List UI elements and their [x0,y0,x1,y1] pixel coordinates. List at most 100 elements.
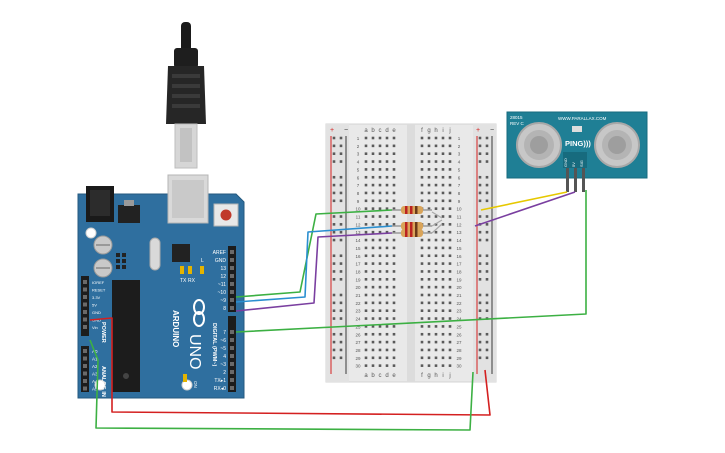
sensor-rev: REV C [510,121,525,126]
wire-sensor-5v-purple [474,191,576,227]
digital-pin-label: RX◂0 [214,386,226,392]
row-number: 5 [357,167,360,172]
arduino-logo-icon [193,299,205,327]
row-number: 5 [458,167,461,172]
row-number: 10 [355,207,361,212]
column-label: e [392,373,396,379]
sensor-url: WWW.PARALLAX.COM [558,116,607,121]
led-group [431,211,443,234]
row-number: 20 [355,285,361,290]
column-label: i [442,373,443,379]
row-number: 22 [456,301,462,306]
resistor-2 [392,222,432,230]
digital-pin-label: 8 [223,306,226,312]
row-number: 9 [458,199,461,204]
digital-pin-label: ~9 [220,298,226,304]
sensor-pin-5v-label: 5V [571,162,576,167]
tx-label: TX [180,278,187,284]
column-label: b [371,373,375,379]
arduino-brand: ARDUINO [171,310,180,347]
on-label: ON [193,381,198,388]
digital-pin-label: ~3 [220,362,226,368]
analog-pin-label: A3 [92,372,98,377]
row-number: 30 [355,364,361,369]
wire-pin11-green [235,209,393,298]
row-number: 24 [456,317,462,322]
row-number: 3 [357,152,360,157]
digital-pin-label: GND [215,258,227,264]
digital-pin-label: ~11 [218,282,226,288]
row-number: 12 [355,222,361,227]
row-number: 16 [355,254,361,259]
row-number: 25 [355,324,361,329]
l-led-label: L [201,258,204,264]
row-number: 6 [458,175,461,180]
row-number: 19 [456,277,462,282]
row-number: 30 [456,364,462,369]
rx-label: RX [188,278,196,284]
digital-pin-label: 2 [223,370,226,376]
power-pin-label: RESET [92,288,106,293]
row-number: 26 [456,332,462,337]
row-number: 8 [458,191,461,196]
row-number: 16 [456,254,462,259]
column-label: g [427,128,430,134]
wire-sensor-gnd-yellow [480,191,568,211]
row-number: 14 [456,238,462,243]
row-number: 12 [456,222,462,227]
power-header-label: POWER [100,322,106,343]
analog-pin-label: A1 [92,357,98,362]
column-label: j [448,128,450,134]
digital-pin-label: AREF [213,250,226,256]
wire-5v-red [89,317,491,416]
sensor-pin-gnd-label: GND [563,158,568,167]
power-pin-label: 5V [92,303,97,308]
column-label: f [421,128,423,134]
row-number: 15 [355,246,361,251]
row-number: 4 [357,160,360,165]
row-number: 28 [456,348,462,353]
row-number: 11 [457,215,462,220]
column-label: d [385,373,388,379]
row-number: 15 [456,246,462,251]
analog-pin-label: A4 [92,379,98,384]
column-label: f [421,373,423,379]
digital-header-label: DIGITAL (PWM~) [211,323,217,367]
row-number: 10 [456,207,462,212]
rail-minus-label-right: − [490,127,494,134]
sensor-name: PING))) [565,139,591,148]
row-number: 18 [456,269,462,274]
row-number: 7 [458,183,461,188]
analog-header [81,346,89,392]
row-number: 23 [456,309,462,314]
column-label: d [385,128,388,134]
digital-pin-label: ~6 [220,338,226,344]
digital-pin-label: 4 [223,354,226,360]
digital-pin-label: ~5 [220,346,226,352]
usb-cable [166,22,206,169]
row-number: 2 [458,144,461,149]
row-number: 4 [458,160,461,165]
power-pin-label: GND [92,310,101,315]
column-label: g [427,373,430,379]
rail-plus-label: + [330,127,334,134]
row-number: 13 [355,230,361,235]
digital-header-top [228,246,236,312]
arduino-uno-board: TX RX L ON ARDUINO UNO DIGITAL (PWM~) PO… [77,174,245,399]
pin-labels: AREFGND1312~11~10~987~6~54~32TX▸1RX◂0IOR… [83,250,234,392]
power-pin-label: IOREF [92,280,105,285]
column-label: h [434,128,437,134]
resistor-1 [392,206,432,214]
resistor-3 [392,229,432,237]
column-label: i [442,128,443,134]
wire-pin9-purple [235,232,393,312]
breadboard-holes [332,136,489,367]
row-number: 22 [355,301,361,306]
analog-header-label: ANALOG IN [100,366,106,397]
row-number: 24 [355,317,361,322]
digital-pin-label: 7 [223,330,226,336]
row-number: 27 [456,340,462,345]
column-label: h [434,373,437,379]
